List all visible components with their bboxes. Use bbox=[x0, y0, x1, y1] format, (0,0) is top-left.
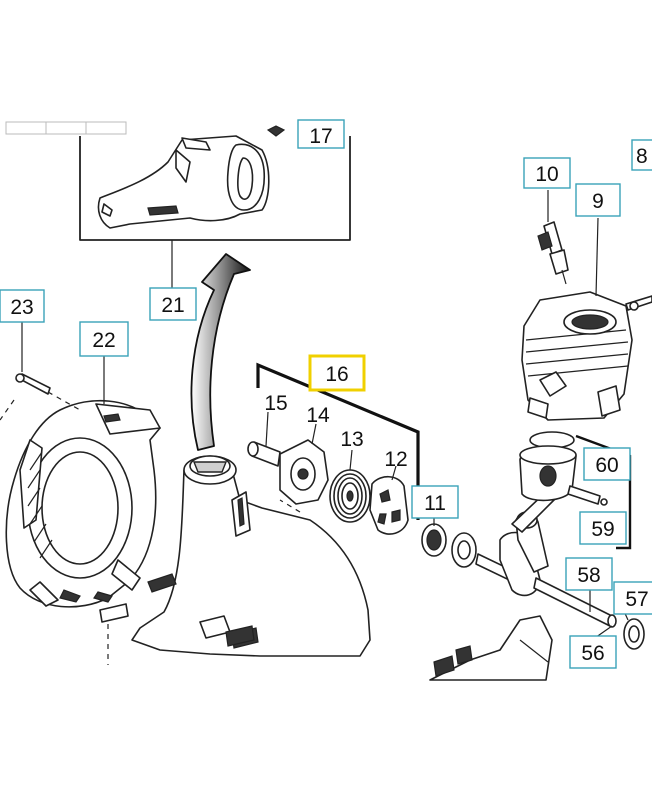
tank-housing-inset-part bbox=[97, 125, 286, 229]
callout-13-text: 13 bbox=[340, 428, 363, 451]
piston-part bbox=[519, 445, 577, 502]
callout-60: 60 bbox=[583, 447, 631, 481]
callout-9: 9 bbox=[575, 183, 621, 217]
grommet-parts bbox=[99, 573, 255, 665]
callout-21: 21 bbox=[149, 287, 197, 321]
bearing-part bbox=[451, 532, 477, 568]
callout-10: 10 bbox=[523, 157, 571, 189]
callout-8: 8 bbox=[631, 139, 652, 171]
callout-57: 57 bbox=[613, 581, 652, 615]
pawl-housing-part bbox=[279, 423, 329, 505]
cylinder-part bbox=[521, 291, 633, 421]
callout-12: 12 bbox=[384, 448, 407, 471]
callout-22: 22 bbox=[79, 321, 129, 357]
piston-bracket bbox=[575, 434, 632, 550]
callout-23-text: 23 bbox=[10, 296, 33, 319]
seal-part bbox=[421, 518, 447, 557]
callout-60-text: 60 bbox=[595, 454, 618, 477]
callout-16[interactable]: 16 bbox=[308, 354, 366, 392]
callout-17-text: 17 bbox=[309, 125, 332, 148]
callout-57-text: 57 bbox=[625, 588, 648, 611]
callout-8-text: 8 bbox=[636, 145, 648, 168]
pulley-part bbox=[369, 465, 409, 535]
screw-part bbox=[0, 373, 81, 421]
callout-56: 56 bbox=[569, 635, 617, 669]
callout-11-text: 11 bbox=[424, 492, 446, 515]
callout-15: 15 bbox=[264, 392, 287, 415]
callout-10-text: 10 bbox=[535, 163, 558, 186]
inset-frame bbox=[5, 121, 351, 241]
crankcase-part bbox=[429, 615, 553, 681]
callout-11: 11 bbox=[411, 485, 459, 519]
callout-56-text: 56 bbox=[581, 642, 604, 665]
piston-pin-part bbox=[567, 485, 608, 506]
starter-housing-part bbox=[5, 399, 161, 608]
assembly-arrow bbox=[190, 253, 251, 451]
group-bracket bbox=[256, 362, 420, 520]
callout-15-text: 15 bbox=[264, 392, 287, 415]
spark-plug-part bbox=[537, 190, 569, 285]
pin-part bbox=[247, 411, 281, 467]
callout-14: 14 bbox=[306, 404, 330, 427]
callout-22-text: 22 bbox=[92, 329, 115, 352]
callout-14-text: 14 bbox=[306, 404, 330, 427]
callout-9-text: 9 bbox=[592, 190, 604, 213]
callout-59: 59 bbox=[579, 511, 627, 545]
callout-58: 58 bbox=[565, 557, 613, 591]
callout-59-text: 59 bbox=[591, 518, 614, 541]
callout-16-text: 16 bbox=[325, 363, 348, 386]
callout-58-text: 58 bbox=[577, 564, 600, 587]
callout-12-text: 12 bbox=[384, 448, 407, 471]
callout-17: 17 bbox=[297, 119, 345, 149]
callout-13: 13 bbox=[340, 428, 363, 451]
leader-9 bbox=[595, 217, 599, 297]
bearing-right-part bbox=[623, 618, 645, 650]
callout-23: 23 bbox=[0, 289, 45, 323]
callout-21-text: 21 bbox=[161, 294, 184, 317]
cylinder-bolt-part bbox=[625, 295, 652, 311]
spring-part bbox=[329, 449, 371, 523]
